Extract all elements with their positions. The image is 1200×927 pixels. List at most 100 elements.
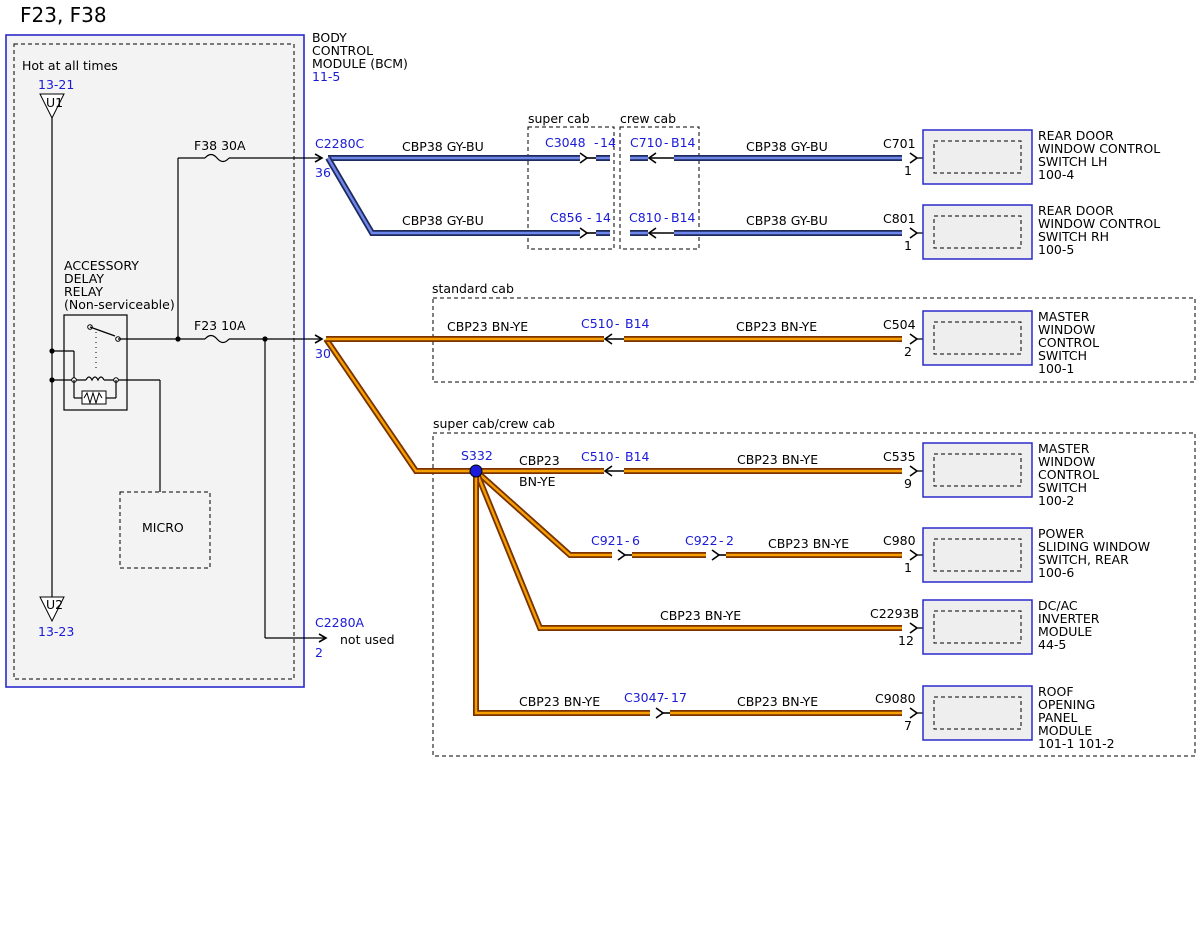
conn-c2280c[interactable]: C2280C [315,136,365,151]
device-module-box[interactable] [922,204,1033,260]
bcm-name-line-2: CONTROL [312,43,373,58]
splice-s332-icon[interactable] [469,464,483,478]
u1-label: U1 [46,95,63,110]
device-connector-label[interactable]: C535 [883,449,916,464]
bcm-outer-box [5,34,305,688]
conn-c2280a[interactable]: C2280A [315,615,365,630]
device-name-line: MASTER [1038,309,1090,324]
wire-label-cbp23-short: CBP23 [519,453,560,468]
standard-cab-label: standard cab [432,281,514,296]
device-module-box[interactable] [922,685,1033,741]
device-name-line: POWER [1038,526,1085,541]
wire-label-cbp23-c980: CBP23 BN-YE [768,536,849,551]
device-name-line: REAR DOOR [1038,128,1114,143]
u1-ref[interactable]: 13-21 [38,77,74,92]
fuse-f23-label: F23 10A [194,318,246,333]
device-name-line: WINDOW CONTROL [1038,216,1160,231]
wire-cbp23-trunk [323,337,476,474]
device-module-box[interactable] [922,527,1033,583]
conn-c710[interactable]: C710 [630,135,663,150]
wire-label-cbp23-c535: CBP23 BN-YE [737,452,818,467]
splice-s332-label[interactable]: S332 [461,448,493,463]
device-name-line: SWITCH LH [1038,154,1107,169]
device-name-line: MODULE [1038,624,1092,639]
super-cab-group-box [527,126,615,250]
device-module-box[interactable] [922,599,1033,655]
device-ref[interactable]: 100-1 [1038,361,1074,376]
relay-switch-arm-icon [89,326,116,337]
device-module-inner [933,610,1022,644]
bcm-ref[interactable]: 11-5 [312,69,340,84]
device-connector-label[interactable]: C2293B [870,606,919,621]
device-connector-arrow-icon [909,152,919,164]
conn-c856[interactable]: C856 [550,210,583,225]
relay-label-line-2: DELAY [64,271,104,286]
dash-sep: - [664,690,669,705]
standard-cab-group-box [432,297,1196,383]
device-module-inner [933,321,1022,355]
wire-label-cbp23-c9080-1: CBP23 BN-YE [519,694,600,709]
device-connector-label[interactable]: C980 [883,533,916,548]
device-pin-label: 12 [898,633,914,648]
device-module-inner [933,215,1022,249]
relay-box [63,314,128,411]
device-module-inner [933,140,1022,174]
device-name-line: SWITCH [1038,480,1087,495]
super-cab-label: super cab [528,111,590,126]
u1-terminal-icon [39,93,65,120]
wire-label-cbp38-rh: CBP38 GY-BU [402,213,484,228]
device-pin-label: 1 [904,163,912,178]
relay-label-line-4: (Non-serviceable) [64,297,175,312]
device-name-line: WINDOW [1038,454,1095,469]
device-name-line: SWITCH [1038,348,1087,363]
device-connector-label[interactable]: C701 [883,136,916,151]
device-ref[interactable]: 101-1 101-2 [1038,736,1115,751]
device-pin-label: 1 [904,560,912,575]
not-used-label: not used [340,632,395,647]
wire-label-cbp38-lh-2: CBP38 GY-BU [746,139,828,154]
u2-ref[interactable]: 13-23 [38,624,74,639]
pin-2: 2 [315,645,323,660]
device-name-line: WINDOW CONTROL [1038,141,1160,156]
device-name-line: SWITCH RH [1038,229,1109,244]
device-ref[interactable]: 100-4 [1038,167,1074,182]
u2-terminal-icon [39,596,65,623]
conn-c810[interactable]: C810 [629,210,662,225]
pin-30: 30 [315,346,331,361]
device-module-inner [933,538,1022,572]
device-connector-label[interactable]: C801 [883,211,916,226]
dash-sep: - [615,449,620,464]
wire-cbp23-c980 [474,468,902,558]
device-connector-label[interactable]: C504 [883,317,916,332]
device-connector-label[interactable]: C9080 [875,691,916,706]
conn-c510[interactable]: C510 [581,316,614,331]
conn-c510-b[interactable]: C510 [581,449,614,464]
dash-sep: - [664,210,669,225]
page-title: F23, F38 [20,3,107,27]
pin-36: 36 [315,165,331,180]
conn-c3047[interactable]: C3047 [624,690,665,705]
device-ref[interactable]: 100-5 [1038,242,1074,257]
device-ref[interactable]: 44-5 [1038,637,1066,652]
super-crew-cab-group-box [432,432,1196,757]
device-module-box[interactable] [922,129,1033,185]
device-connector-arrow-icon [909,622,919,634]
device-name-line: SWITCH, REAR [1038,552,1129,567]
device-connector-arrow-icon [909,707,919,719]
device-module-box[interactable] [922,442,1033,498]
conn-c921[interactable]: C921 [591,533,624,548]
device-module-inner [933,696,1022,730]
conn-c922[interactable]: C922 [685,533,718,548]
device-name-line: CONTROL [1038,335,1099,350]
conn-c3048[interactable]: C3048 [545,135,586,150]
dash-sep: - [594,135,599,150]
wire-label-cbp23-c2293b: CBP23 BN-YE [660,608,741,623]
bcm-name-line-1: BODY [312,30,347,45]
device-ref[interactable]: 100-2 [1038,493,1074,508]
wire-label-cbp38-lh: CBP38 GY-BU [402,139,484,154]
device-ref[interactable]: 100-6 [1038,565,1074,580]
device-name-line: DC/AC [1038,598,1078,613]
device-module-box[interactable] [922,310,1033,366]
device-connector-arrow-icon [909,333,919,345]
